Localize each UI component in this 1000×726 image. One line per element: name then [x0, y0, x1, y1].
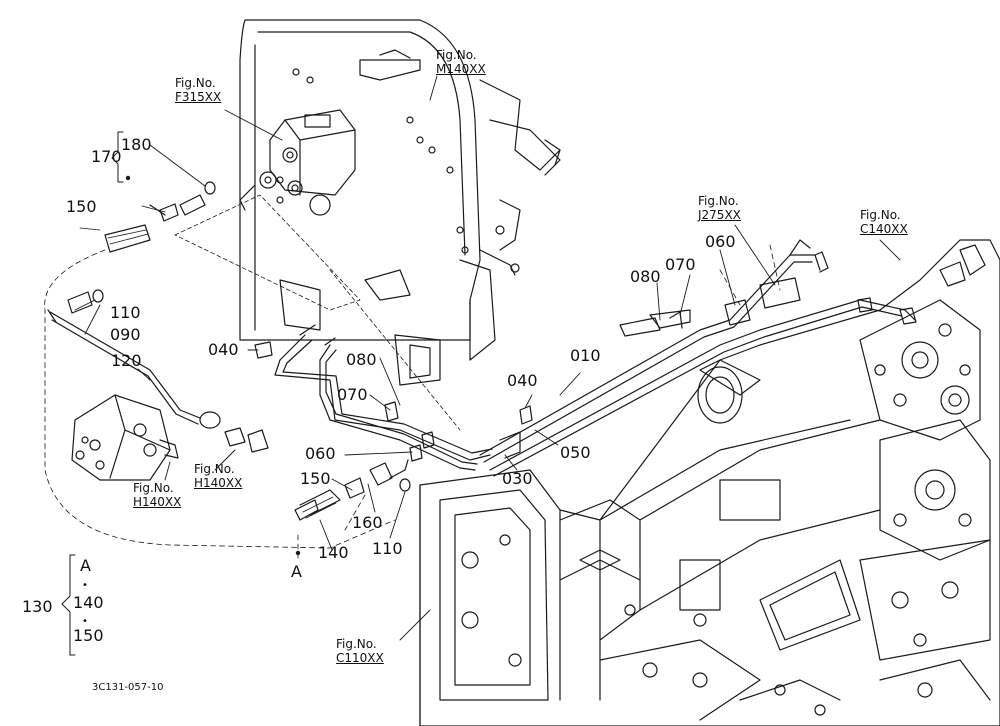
set-legend-item-150[interactable]: 150	[73, 626, 104, 645]
part-label-160[interactable]: 160	[352, 513, 383, 532]
leader-lines	[74, 75, 901, 641]
transmission-housing	[419, 239, 1000, 726]
lower-fittings	[294, 459, 411, 521]
long-pipes	[479, 239, 917, 477]
valve-block	[239, 109, 356, 216]
fig-ref-number: H140XX	[133, 495, 182, 509]
part-label-110-bottom[interactable]: 110	[372, 539, 403, 558]
fig-ref-prefix: Fig.No.	[436, 48, 477, 62]
fig-ref-j275[interactable]: Fig.No. J275XX	[698, 194, 741, 222]
fig-ref-number: J275XX	[698, 208, 741, 222]
fig-ref-c140[interactable]: Fig.No. C140XX	[860, 208, 908, 236]
connector-marker-a: A	[291, 562, 302, 581]
set-legend-bullet: •	[82, 580, 88, 591]
fig-ref-prefix: Fig.No.	[133, 481, 174, 495]
fig-ref-c110[interactable]: Fig.No. C110XX	[336, 637, 384, 665]
part-label-060-mid[interactable]: 060	[305, 444, 336, 463]
fig-ref-f315[interactable]: Fig.No. F315XX	[175, 76, 221, 104]
part-label-070-mid[interactable]: 070	[337, 385, 368, 404]
part-label-130[interactable]: 130	[22, 597, 53, 616]
fig-ref-prefix: Fig.No.	[860, 208, 901, 222]
fig-ref-prefix: Fig.No.	[698, 194, 739, 208]
part-label-010[interactable]: 010	[570, 346, 601, 365]
part-label-120[interactable]: 120	[111, 351, 142, 370]
fig-ref-prefix: Fig.No.	[336, 637, 377, 651]
steering-unit	[71, 394, 269, 481]
part-label-080-mid[interactable]: 080	[346, 350, 377, 369]
set-legend-item-140[interactable]: 140	[73, 593, 104, 612]
fig-ref-number: H140XX	[194, 476, 243, 490]
part-label-050[interactable]: 050	[560, 443, 591, 462]
left-fittings	[67, 181, 216, 314]
fig-ref-h140-b[interactable]: Fig.No. H140XX	[133, 481, 181, 509]
set-legend-bullet: •	[82, 616, 88, 627]
leader-dots	[125, 175, 301, 556]
fig-ref-number: C110XX	[336, 651, 384, 665]
part-label-060-right[interactable]: 060	[705, 232, 736, 251]
fig-ref-prefix: Fig.No.	[194, 462, 235, 476]
part-label-150-top[interactable]: 150	[66, 197, 97, 216]
drawing-reference: 3C131-057-10	[92, 682, 164, 693]
part-label-030[interactable]: 030	[502, 469, 533, 488]
set-bracket	[61, 131, 124, 656]
part-label-090[interactable]: 090	[110, 325, 141, 344]
fig-ref-prefix: Fig.No.	[175, 76, 216, 90]
part-label-110-top[interactable]: 110	[110, 303, 141, 322]
fig-ref-number: F315XX	[175, 90, 222, 104]
upper-panel	[174, 19, 561, 431]
part-label-170[interactable]: 170	[91, 147, 122, 166]
set-legend-marker: A	[80, 556, 91, 575]
part-label-180[interactable]: 180	[121, 135, 152, 154]
mid-pipes	[254, 324, 493, 471]
part-label-140[interactable]: 140	[318, 543, 349, 562]
part-label-080-right[interactable]: 080	[630, 267, 661, 286]
part-label-070-right[interactable]: 070	[665, 255, 696, 274]
fig-ref-number: M140XX	[436, 62, 486, 76]
part-label-040-left[interactable]: 040	[208, 340, 239, 359]
fig-ref-h140-a[interactable]: Fig.No. H140XX	[194, 462, 242, 490]
fig-ref-m140[interactable]: Fig.No. M140XX	[436, 48, 486, 76]
part-label-040-right[interactable]: 040	[507, 371, 538, 390]
dashed-boundaries	[44, 244, 781, 561]
part-label-150-bottom[interactable]: 150	[300, 469, 331, 488]
pipe-120	[47, 309, 221, 429]
fig-ref-number: C140XX	[860, 222, 908, 236]
